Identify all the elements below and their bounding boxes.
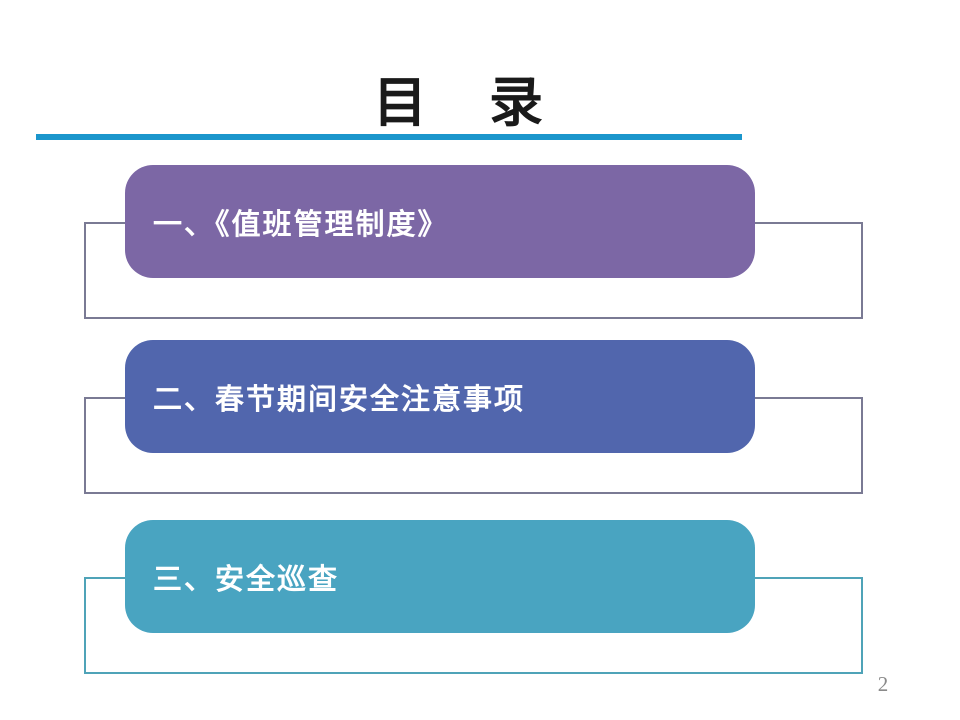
title-underline <box>36 134 742 140</box>
toc-item-3: 三、安全巡查 <box>0 520 960 685</box>
toc-item-2-pill[interactable]: 二、春节期间安全注意事项 <box>125 340 755 453</box>
toc-item-3-pill[interactable]: 三、安全巡查 <box>125 520 755 633</box>
toc-item-2-label: 二、春节期间安全注意事项 <box>153 383 526 416</box>
toc-item-3-label: 三、安全巡查 <box>153 563 340 596</box>
toc-item-1: 一、《值班管理制度》 <box>0 165 960 330</box>
toc-item-1-label: 一、《值班管理制度》 <box>153 208 449 241</box>
page-title: 目 录 <box>373 73 547 133</box>
page-number: 2 <box>877 672 889 696</box>
toc-item-1-pill[interactable]: 一、《值班管理制度》 <box>125 165 755 278</box>
toc-item-2: 二、春节期间安全注意事项 <box>0 340 960 505</box>
